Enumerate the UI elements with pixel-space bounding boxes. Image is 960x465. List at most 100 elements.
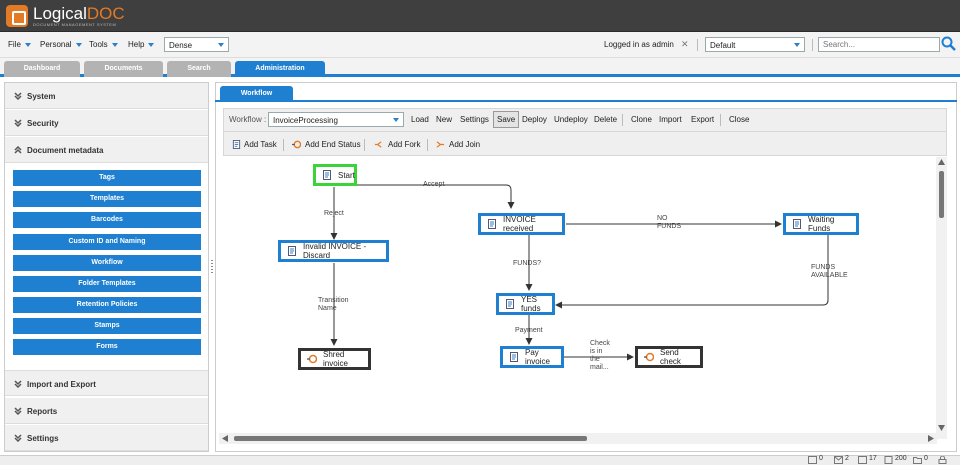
- task-icon: [232, 140, 241, 149]
- divider: [283, 139, 284, 151]
- sidebar-item-forms[interactable]: Forms: [13, 339, 201, 355]
- chevron-down-icon: [75, 42, 82, 47]
- scroll-up-icon[interactable]: [938, 159, 945, 165]
- load-button[interactable]: Load: [411, 115, 429, 124]
- divider: [720, 114, 721, 126]
- workflow-select[interactable]: InvoiceProcessing: [268, 112, 404, 127]
- divider: [812, 39, 813, 51]
- edge-label-accept: Accept: [423, 181, 445, 188]
- chevron-double-down-icon: [14, 92, 22, 100]
- tab-search[interactable]: Search: [167, 61, 231, 77]
- chevron-double-up-icon: [14, 146, 22, 154]
- workflow-select-label: Workflow :: [229, 115, 267, 124]
- workflow-palette-toolbar: [223, 132, 947, 156]
- scroll-down-icon[interactable]: [938, 425, 945, 431]
- tab-workflow[interactable]: Workflow: [220, 86, 293, 102]
- export-button[interactable]: Export: [691, 115, 715, 124]
- workflow-node-shred-invoice[interactable]: Shred invoice: [298, 348, 371, 370]
- section-security[interactable]: Security: [5, 110, 208, 136]
- status-count-4: 200: [895, 455, 907, 462]
- sidebar-item-tags[interactable]: Tags: [13, 170, 201, 186]
- drag-handle-icon: [211, 260, 213, 274]
- sidebar-item-templates[interactable]: Templates: [13, 191, 201, 207]
- workflow-canvas[interactable]: Start Invalid INVOICE - Discard INVOICE …: [219, 157, 949, 445]
- inbox-icon: [808, 456, 817, 464]
- task-icon: [858, 456, 867, 464]
- save-button[interactable]: Save: [493, 111, 520, 128]
- menu-help[interactable]: Help: [128, 40, 155, 49]
- clone-button[interactable]: Clone: [631, 115, 652, 124]
- workspace-select[interactable]: Default: [705, 37, 805, 52]
- chevron-down-icon: [111, 42, 118, 47]
- workflow-node-yes-funds[interactable]: YES funds: [496, 293, 555, 315]
- density-select[interactable]: Dense: [164, 37, 229, 52]
- chevron-double-down-icon: [14, 119, 22, 127]
- section-settings[interactable]: Settings: [5, 425, 208, 451]
- tab-administration[interactable]: Administration: [235, 61, 325, 77]
- workflow-node-invoice-received[interactable]: INVOICE received: [478, 213, 565, 235]
- search-icon[interactable]: [941, 36, 956, 51]
- search-input[interactable]: [818, 37, 940, 52]
- undeploy-button[interactable]: Undeploy: [554, 115, 588, 124]
- scroll-left-icon[interactable]: [222, 435, 228, 442]
- menu-personal[interactable]: Personal: [40, 40, 82, 49]
- sidebar-item-barcodes[interactable]: Barcodes: [13, 212, 201, 228]
- menu-file[interactable]: File: [8, 40, 31, 49]
- status-count-1: 0: [819, 455, 823, 462]
- end-status-icon: [292, 140, 301, 149]
- workflow-node-start[interactable]: Start: [313, 164, 357, 186]
- delete-button[interactable]: Delete: [594, 115, 618, 124]
- chevron-down-icon: [218, 43, 224, 47]
- fork-icon: [374, 141, 382, 148]
- close-button[interactable]: Close: [729, 115, 750, 124]
- add-end-status-button[interactable]: Add End Status: [305, 140, 361, 149]
- vertical-scroll-thumb[interactable]: [939, 171, 944, 218]
- new-button[interactable]: New: [436, 115, 453, 124]
- canvas-vertical-scrollbar[interactable]: [936, 157, 947, 439]
- workflow-node-send-check[interactable]: Send check: [635, 346, 703, 368]
- sidebar-item-stamps[interactable]: Stamps: [13, 318, 201, 334]
- scroll-right-icon[interactable]: [928, 435, 934, 442]
- menu-tools[interactable]: Tools: [89, 40, 118, 49]
- tab-dashboard[interactable]: Dashboard: [4, 61, 80, 77]
- chevron-down-icon: [393, 118, 399, 122]
- sidebar-item-folder-templates[interactable]: Folder Templates: [13, 276, 201, 292]
- task-icon: [506, 299, 514, 309]
- panel-splitter[interactable]: [209, 82, 215, 452]
- deploy-button[interactable]: Deploy: [522, 115, 547, 124]
- workflow-node-pay-invoice[interactable]: Pay invoice: [500, 346, 564, 368]
- task-icon: [488, 219, 496, 229]
- edge-label-reject: Reject: [324, 210, 344, 217]
- edge-funds-available: [555, 235, 829, 309]
- lock-icon: [938, 456, 947, 464]
- edge-label-payment: Payment: [515, 327, 543, 334]
- add-task-button[interactable]: Add Task: [244, 140, 277, 149]
- section-system[interactable]: System: [5, 83, 208, 109]
- top-bar: LogicalDOC DOCUMENT MANAGEMENT SYSTEM: [0, 0, 960, 32]
- tab-documents[interactable]: Documents: [84, 61, 163, 77]
- username: admin: [652, 40, 674, 49]
- import-button[interactable]: Import: [659, 115, 682, 124]
- document-icon: [884, 456, 893, 464]
- section-reports[interactable]: Reports: [5, 398, 208, 424]
- task-icon: [323, 170, 331, 180]
- admin-sidebar: System Security Document metadata Tags T…: [4, 82, 209, 452]
- logo-tagline: DOCUMENT MANAGEMENT SYSTEM: [33, 22, 117, 27]
- message-icon: [834, 456, 843, 464]
- workflow-node-waiting-funds[interactable]: Waiting Funds: [783, 213, 859, 235]
- workflow-node-invalid-invoice[interactable]: Invalid INVOICE - Discard: [278, 240, 389, 262]
- horizontal-scroll-thumb[interactable]: [234, 436, 587, 441]
- add-join-button[interactable]: Add Join: [449, 140, 481, 149]
- sidebar-item-retention-policies[interactable]: Retention Policies: [13, 297, 201, 313]
- settings-button[interactable]: Settings: [460, 115, 489, 124]
- status-bar: [0, 455, 960, 465]
- section-document-metadata[interactable]: Document metadata: [5, 137, 208, 163]
- close-icon[interactable]: ✕: [681, 39, 689, 49]
- add-fork-button[interactable]: Add Fork: [388, 140, 421, 149]
- section-import-export[interactable]: Import and Export: [5, 370, 208, 396]
- sidebar-item-custom-id[interactable]: Custom ID and Naming: [13, 234, 201, 250]
- sidebar-item-workflow[interactable]: Workflow: [13, 255, 201, 271]
- divider: [364, 139, 365, 151]
